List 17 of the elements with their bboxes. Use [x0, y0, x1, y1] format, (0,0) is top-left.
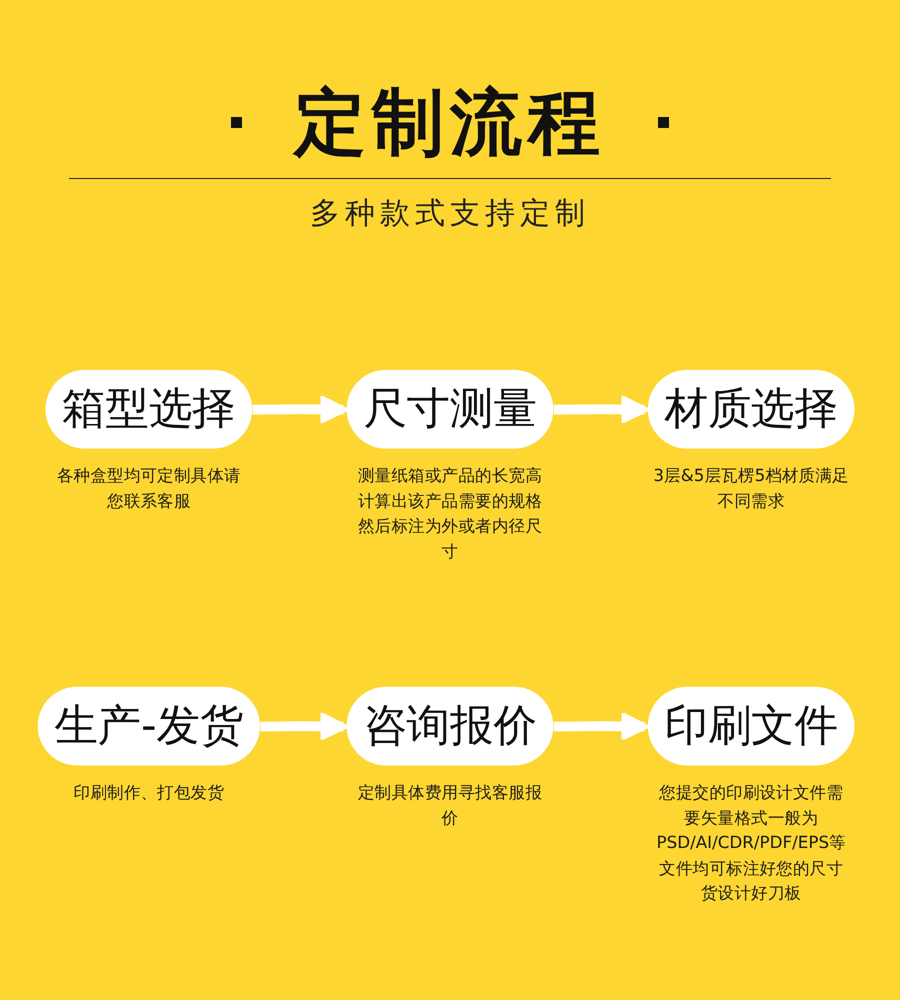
title-text: 定制流程: [294, 79, 606, 166]
arrow: [252, 394, 349, 424]
arrow: [554, 394, 650, 424]
node-label: 3层&5层瓦楞5档材质满足不同需求: [653, 466, 849, 512]
node-box: 尺寸测量: [346, 370, 554, 449]
node-box: 箱型选择: [46, 370, 252, 449]
node-label: 您提交的印刷设计文件需要矢量格式一般为PSD/AI/CDR/PDF/EPS等文件均可标注好您的尺寸货设计好刀板: [656, 783, 846, 904]
node-box: 生产-发货: [38, 686, 260, 766]
node-label: 测量纸箱或产品的长宽高计算出该产品需要的规格然后标注为外或者内径尺寸: [358, 466, 542, 562]
subtitle-text: 多种款式支持定制: [310, 195, 590, 233]
arrow: [260, 712, 349, 742]
arrow: [554, 712, 650, 742]
node-box: 咨询报价: [346, 686, 554, 766]
node-label: 各种盒型均可定制具体请您联系客服: [56, 466, 241, 512]
node-label: 定制具体费用寻找客服报价: [358, 783, 542, 828]
node-box: 印刷文件: [648, 686, 854, 766]
node-label: 印刷制作、打包发货: [74, 783, 224, 803]
